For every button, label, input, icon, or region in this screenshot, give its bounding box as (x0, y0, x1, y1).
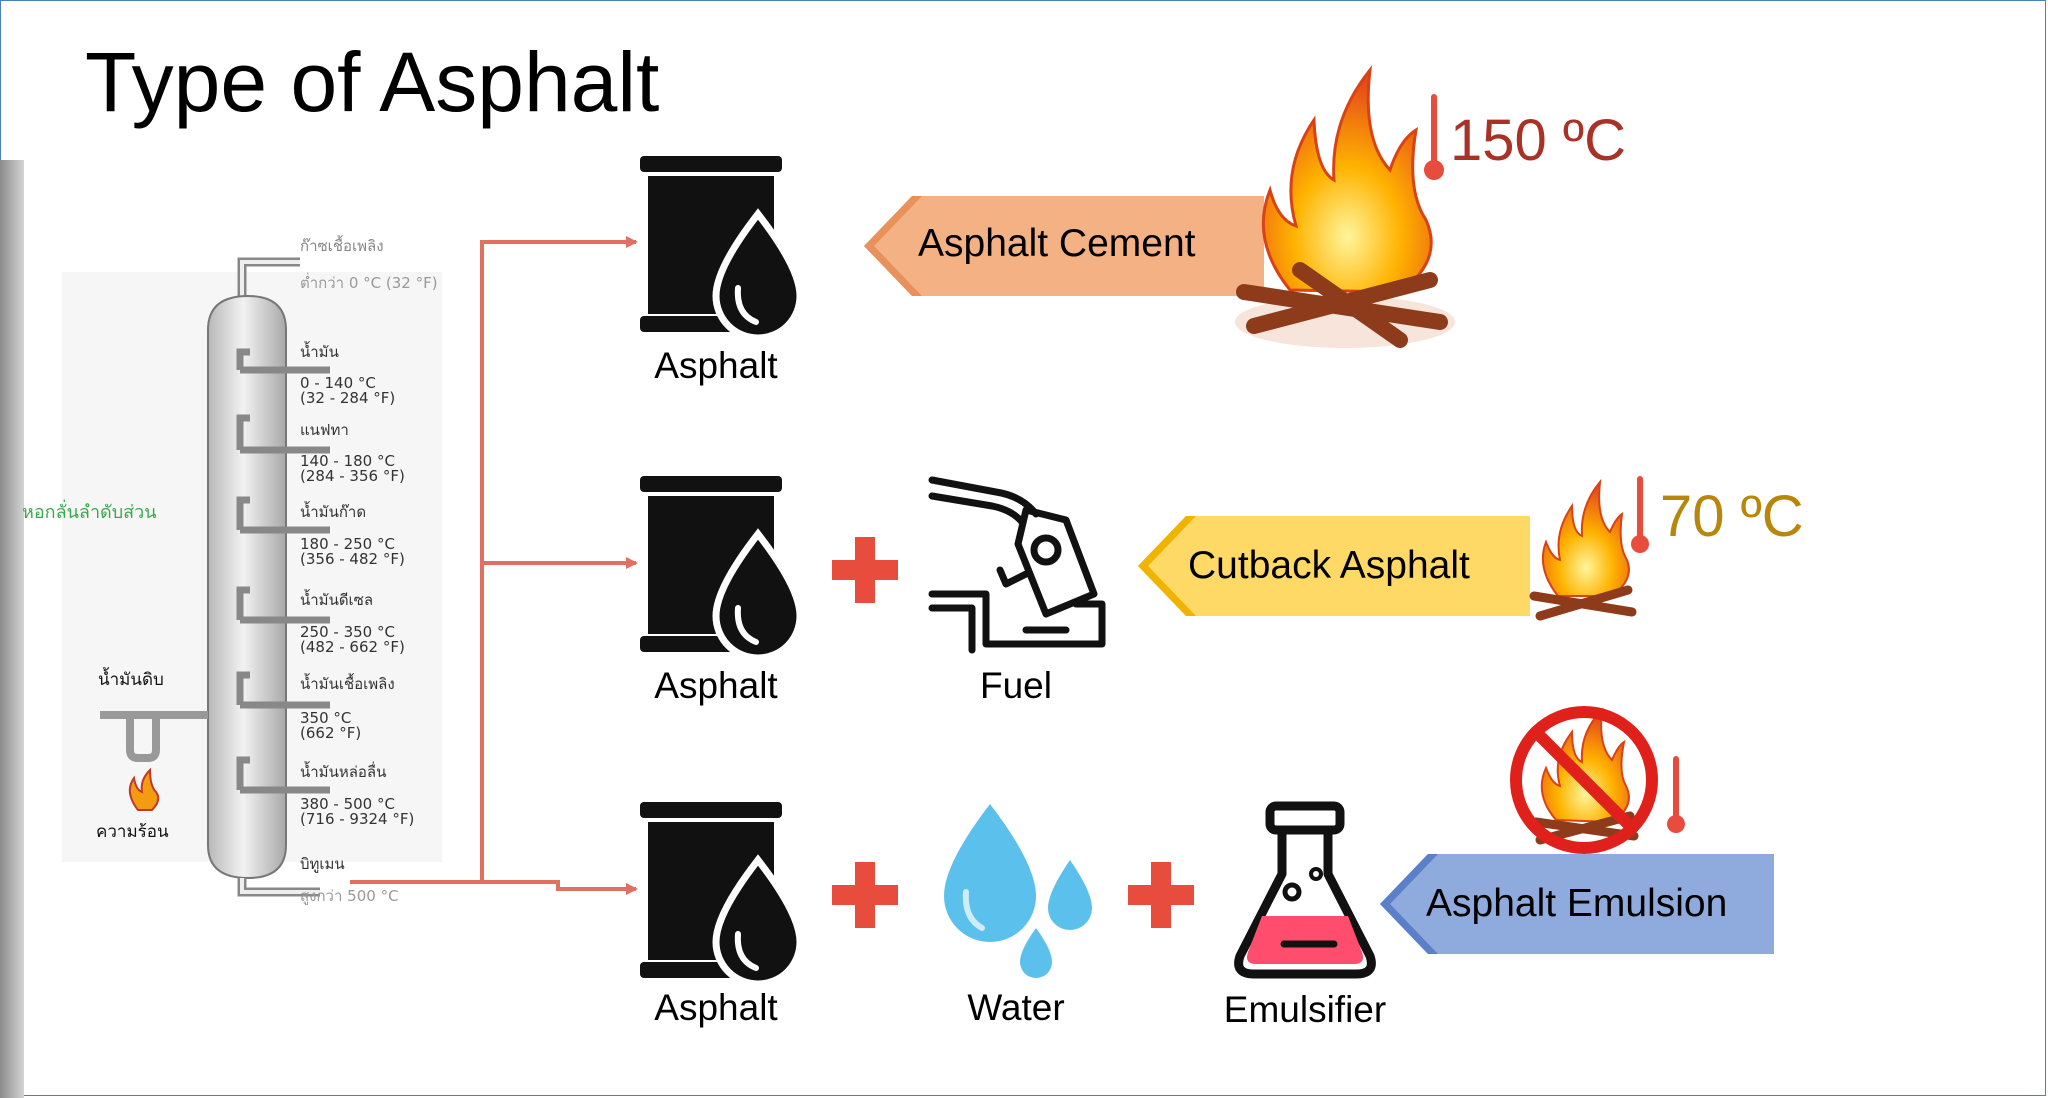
fraction-range: ต่ำกว่า 0 °C (32 °F) (300, 274, 438, 292)
thermometer-icon (1424, 94, 1444, 180)
fraction-range: 380 - 500 °C (300, 795, 395, 813)
type-label-asphalt-cement: Asphalt Cement (918, 222, 1196, 265)
type-label-asphalt-emulsion: Asphalt Emulsion (1426, 882, 1728, 925)
fraction-range: 180 - 250 °C (300, 535, 395, 553)
type-tag-cutback-asphalt (1138, 516, 1530, 616)
temperature-cutback-asphalt: 70 ºC (1660, 484, 1804, 549)
fraction-name: น้ำมันหล่อลื่น (300, 763, 387, 781)
fraction-range: 0 - 140 °C (300, 374, 376, 392)
fraction-range-f: (662 °F) (300, 724, 362, 742)
plus-icon (832, 862, 898, 928)
crude-inlet-pipe (100, 711, 208, 762)
column-side-label: หอกลั่นลำดับส่วน (22, 502, 157, 523)
fraction-range-f: (32 - 284 °F) (300, 389, 396, 407)
fraction-range-f: (482 - 662 °F) (300, 638, 405, 656)
fire-icon (1235, 64, 1455, 348)
fraction-range: สูงกว่า 500 °C (300, 887, 399, 905)
fraction-name: น้ำมัน (300, 343, 339, 361)
type-tag-asphalt-emulsion (1380, 854, 1774, 954)
heat-label: ความร้อน (96, 822, 169, 842)
heat-flame-icon (128, 767, 160, 811)
type-label-cutback-asphalt: Cutback Asphalt (1188, 544, 1470, 587)
no-fire-icon (1510, 706, 1658, 854)
component-label: Asphalt (654, 665, 778, 706)
slide-edge-shadow (0, 160, 24, 1098)
thermometer-icon (1667, 756, 1685, 833)
water-drops-icon (944, 804, 1092, 978)
component-label: Emulsifier (1223, 989, 1387, 1030)
fraction-range: 250 - 350 °C (300, 623, 395, 641)
asphalt-barrel-icon (640, 476, 820, 656)
fraction-range: 350 °C (300, 709, 352, 727)
fraction-name: บิทูเมน (300, 855, 345, 873)
column-taps (236, 348, 330, 794)
fraction-range-f: (284 - 356 °F) (300, 467, 405, 485)
fire-icon (1529, 478, 1637, 621)
fuel-nozzle-icon (928, 476, 1106, 654)
fraction-name: แนฟทา (300, 421, 349, 439)
fraction-name: น้ำมันก๊าด (300, 503, 367, 521)
fraction-name: น้ำมันดีเซล (300, 591, 374, 609)
asphalt-barrel-icon (640, 802, 820, 982)
temperature-asphalt-cement: 150 ºC (1450, 108, 1626, 173)
plus-icon (1128, 862, 1194, 928)
component-label: Fuel (980, 665, 1052, 706)
component-label: Asphalt (654, 345, 778, 386)
asphalt-barrel-icon (640, 156, 820, 336)
plus-icon (832, 537, 898, 603)
flask-icon (1234, 801, 1376, 979)
slide-title: Type of Asphalt (85, 35, 660, 129)
fraction-range: 140 - 180 °C (300, 452, 395, 470)
type-tag-asphalt-cement (864, 196, 1264, 296)
component-label: Asphalt (654, 987, 778, 1028)
connector-to-emulsion (482, 880, 638, 895)
crude-oil-label: น้ำมันดิบ (98, 670, 164, 690)
component-label: Water (967, 987, 1065, 1028)
fraction-name: ก๊าซเชื้อเพลิง (300, 237, 384, 255)
fraction-range-f: (356 - 482 °F) (300, 550, 405, 568)
fraction-name: น้ำมันเชื้อเพลิง (300, 675, 395, 693)
thermometer-icon (1631, 476, 1649, 553)
fraction-range-f: (716 - 9324 °F) (300, 810, 415, 828)
